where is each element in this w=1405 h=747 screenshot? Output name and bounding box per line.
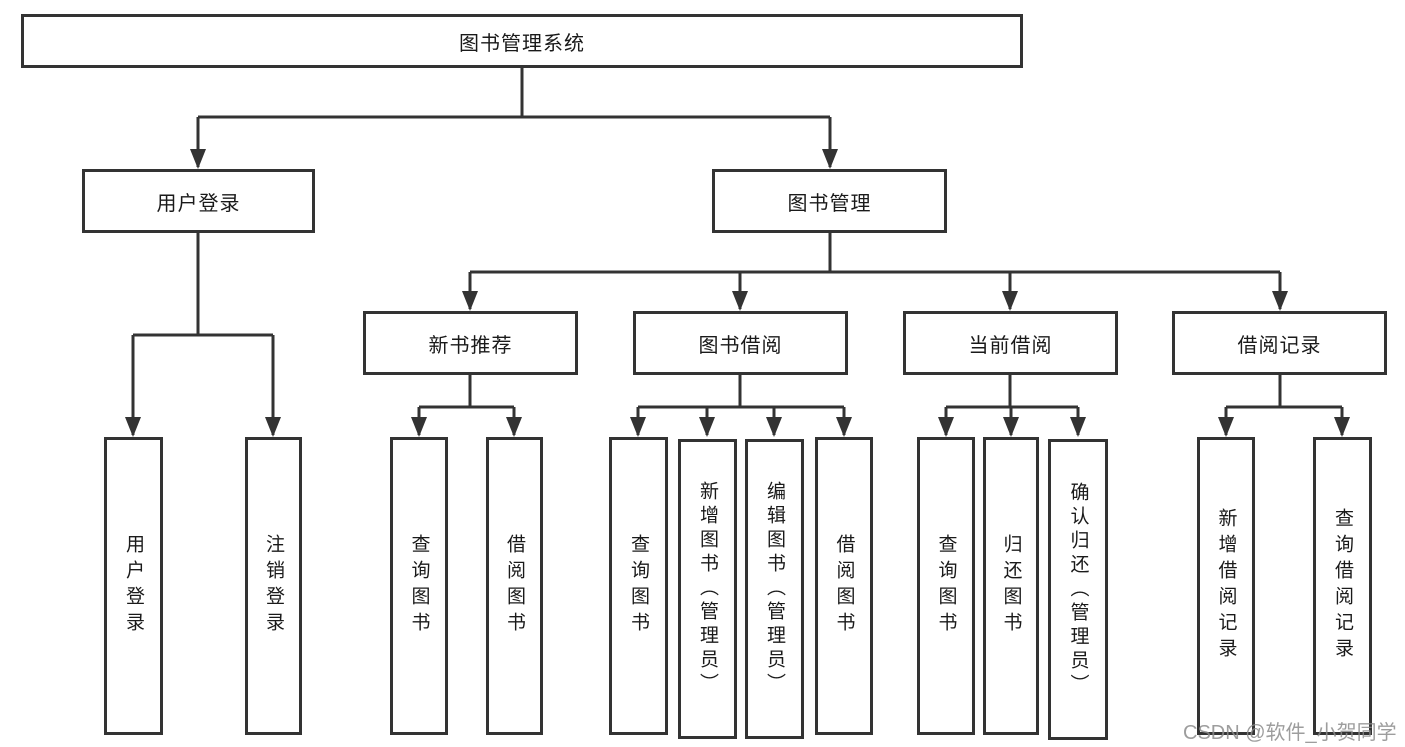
node-book-management: 图书管理: [712, 169, 947, 233]
node-user-login: 用户登录: [82, 169, 315, 233]
leaf-confirm-return-admin: 确认归还（管理员）: [1048, 439, 1108, 740]
node-user-login-label: 用户登录: [156, 192, 241, 215]
leaf-query-books-current: 查询图书: [917, 437, 975, 735]
node-book-borrow-label: 图书借阅: [698, 334, 783, 357]
leaf-return-books-label: 归还图书: [1000, 534, 1022, 638]
leaf-edit-books-admin: 编辑图书（管理员）: [745, 439, 804, 739]
connector-arrowheads: [125, 149, 1350, 437]
node-current-borrow: 当前借阅: [903, 311, 1118, 375]
leaf-query-books-borrow-label: 查询图书: [628, 534, 649, 638]
leaf-logout-label: 注销登录: [263, 534, 284, 638]
node-new-book-recommend: 新书推荐: [363, 311, 578, 375]
node-current-borrow-label: 当前借阅: [968, 334, 1053, 357]
leaf-borrow-books-recommend: 借阅图书: [486, 437, 543, 735]
leaf-user-login: 用户登录: [104, 437, 163, 735]
node-borrow-records-label: 借阅记录: [1237, 334, 1322, 357]
leaf-query-books-borrow: 查询图书: [609, 437, 668, 735]
leaf-confirm-return-admin-label: 确认归还（管理员）: [1067, 481, 1089, 698]
leaf-logout: 注销登录: [245, 437, 302, 735]
node-book-borrow: 图书借阅: [633, 311, 848, 375]
node-new-book-recommend-label: 新书推荐: [428, 334, 513, 357]
connector-paths: [131, 68, 1344, 435]
node-root: 图书管理系统: [21, 14, 1023, 68]
leaf-borrow-books-borrow-label: 借阅图书: [833, 534, 855, 638]
leaf-borrow-books-borrow: 借阅图书: [815, 437, 873, 735]
leaf-add-borrow-record-label: 新增借阅记录: [1215, 508, 1237, 664]
leaf-edit-books-admin-label: 编辑图书（管理员）: [764, 481, 785, 697]
node-book-management-label: 图书管理: [787, 192, 872, 215]
leaf-query-books-current-label: 查询图书: [935, 534, 957, 638]
node-root-label: 图书管理系统: [459, 32, 585, 55]
leaf-borrow-books-recommend-label: 借阅图书: [504, 534, 525, 638]
leaf-query-books-recommend: 查询图书: [390, 437, 448, 735]
leaf-add-borrow-record: 新增借阅记录: [1197, 437, 1255, 735]
leaf-add-books-admin-label: 新增图书（管理员）: [697, 481, 718, 697]
leaf-query-borrow-record: 查询借阅记录: [1313, 437, 1372, 735]
leaf-query-borrow-record-label: 查询借阅记录: [1332, 508, 1353, 664]
leaf-return-books: 归还图书: [983, 437, 1039, 735]
leaf-add-books-admin: 新增图书（管理员）: [678, 439, 737, 739]
node-borrow-records: 借阅记录: [1172, 311, 1387, 375]
watermark: CSDN @软件_小贺同学: [1183, 722, 1397, 744]
leaf-user-login-label: 用户登录: [123, 534, 144, 638]
leaf-query-books-recommend-label: 查询图书: [408, 534, 430, 638]
